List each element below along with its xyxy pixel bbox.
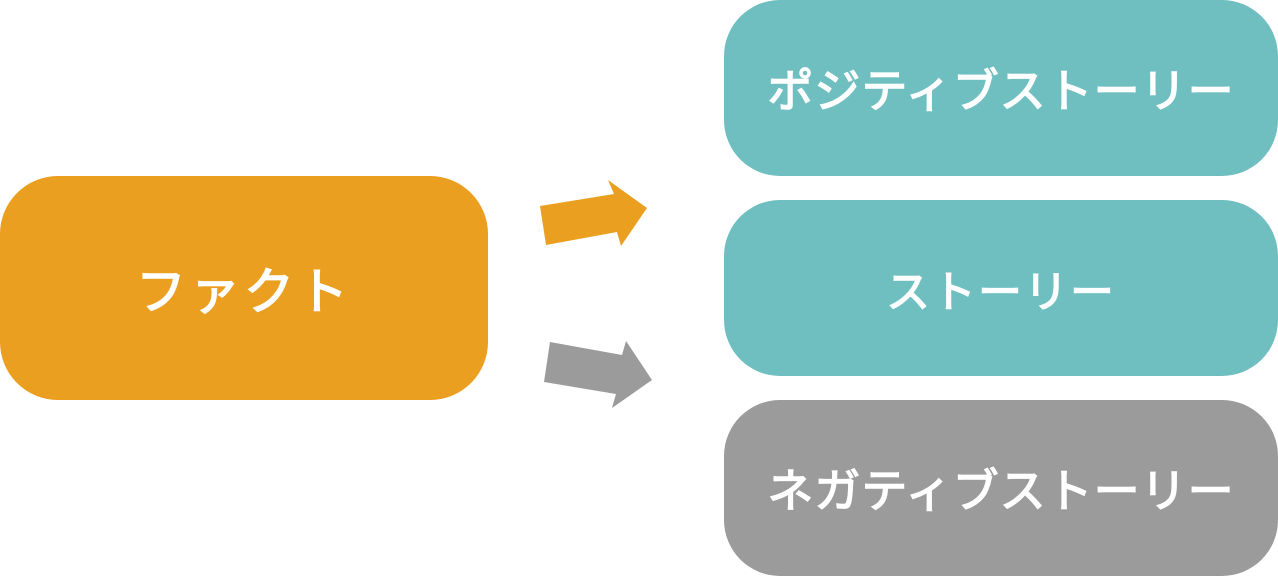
negative-story-box: ネガティブストーリー <box>724 400 1278 576</box>
fact-box: ファクト <box>0 176 488 400</box>
positive-story-box: ポジティブストーリー <box>724 0 1278 176</box>
negative-story-label: ネガティブストーリー <box>767 464 1235 518</box>
story-label: ストーリー <box>886 267 1116 318</box>
fact-label: ファクト <box>136 263 352 321</box>
arrow-to-negative-story <box>544 341 652 408</box>
positive-story-label: ポジティブストーリー <box>767 64 1235 118</box>
story-box: ストーリー <box>724 200 1278 376</box>
arrow-to-positive-story <box>540 180 647 246</box>
